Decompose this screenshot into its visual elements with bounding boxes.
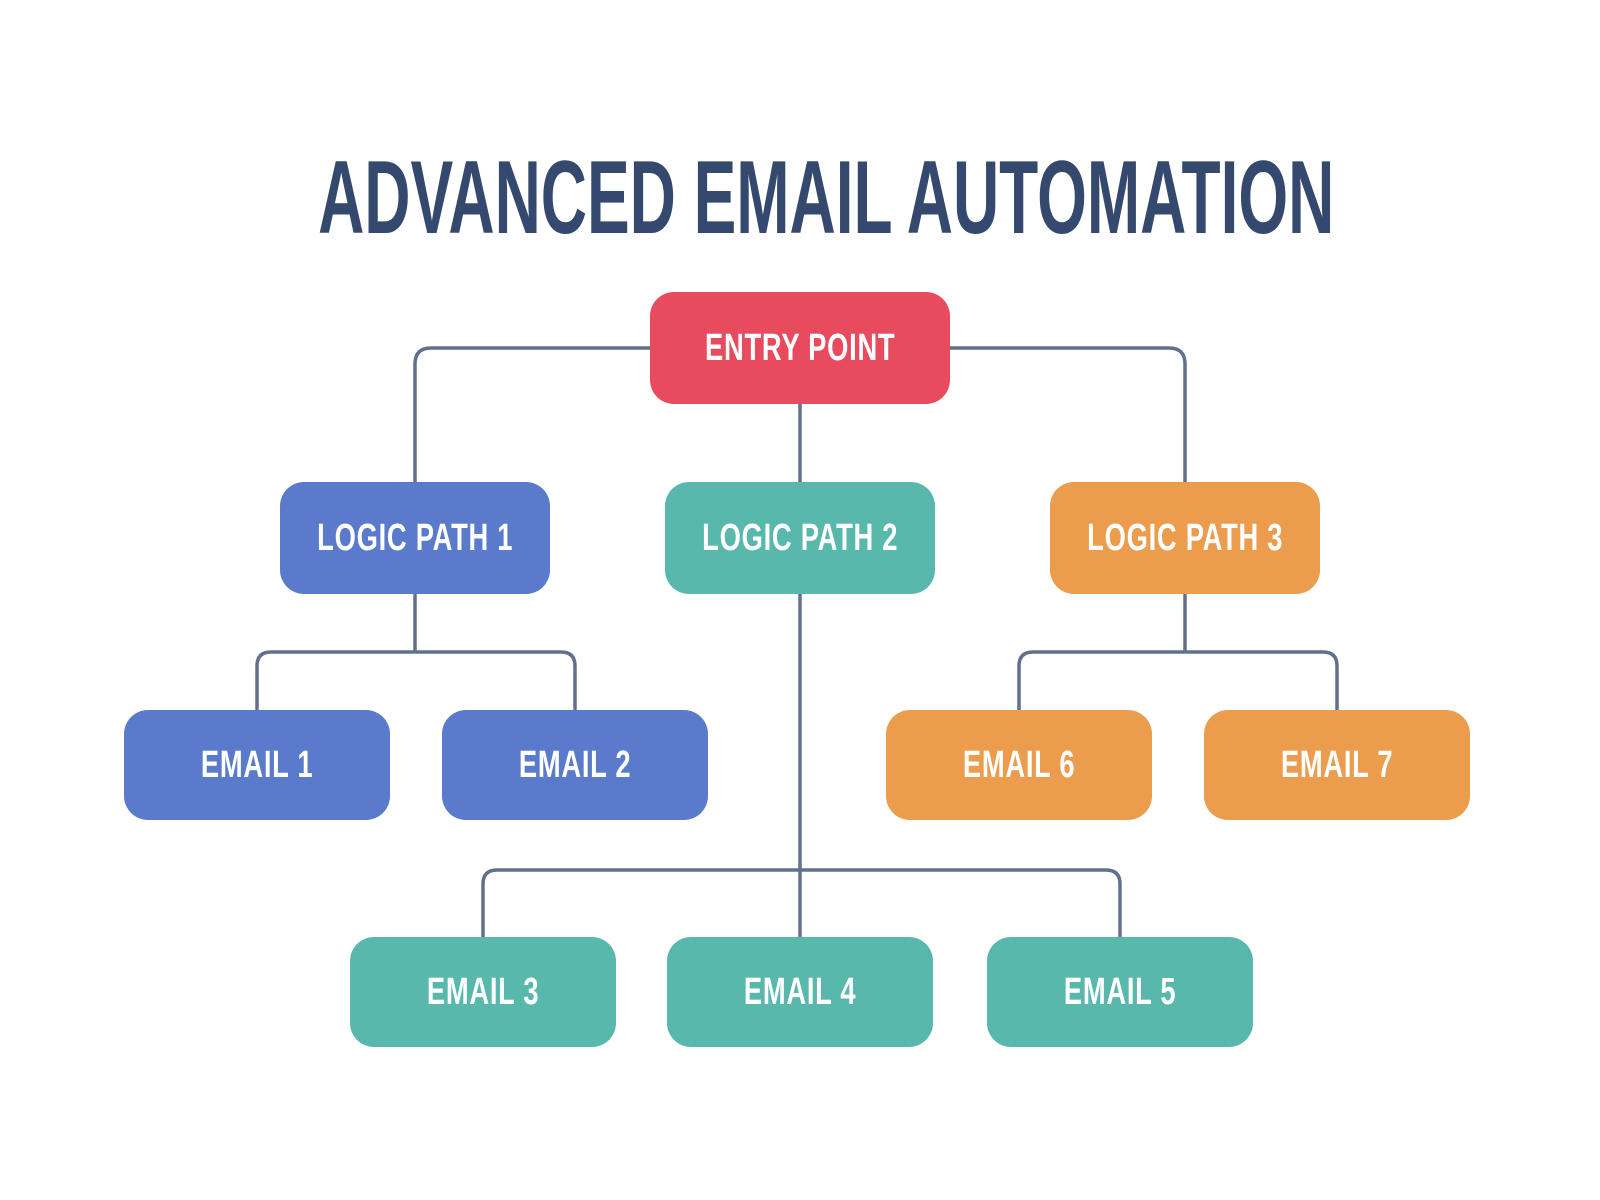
- logic-path-2-label: LOGIC PATH 2: [701, 516, 899, 559]
- email-4-node: EMAIL 4: [667, 937, 933, 1047]
- logic-path-3-label: LOGIC PATH 3: [1086, 516, 1284, 559]
- email-5-node: EMAIL 5: [987, 937, 1253, 1047]
- email-3-label: EMAIL 3: [426, 970, 540, 1013]
- email-6-label: EMAIL 6: [962, 743, 1076, 786]
- email-6-node: EMAIL 6: [886, 710, 1152, 820]
- entry-point-node: ENTRY POINT: [650, 292, 950, 404]
- email-2-label: EMAIL 2: [518, 743, 632, 786]
- email-7-node: EMAIL 7: [1204, 710, 1470, 820]
- connector-line: [255, 650, 577, 710]
- email-3-node: EMAIL 3: [350, 937, 616, 1047]
- diagram-title-text: ADVANCED EMAIL AUTOMATION: [318, 140, 1335, 256]
- logic-path-2-node: LOGIC PATH 2: [665, 482, 935, 594]
- entry-point-label: ENTRY POINT: [704, 326, 896, 369]
- connector-line: [1017, 650, 1339, 710]
- logic-path-1-label: LOGIC PATH 1: [316, 516, 514, 559]
- email-2-node: EMAIL 2: [442, 710, 708, 820]
- email-1-label: EMAIL 1: [200, 743, 314, 786]
- connector-line: [413, 346, 650, 482]
- connector-line: [950, 346, 1187, 482]
- email-7-label: EMAIL 7: [1280, 743, 1394, 786]
- email-1-node: EMAIL 1: [124, 710, 390, 820]
- email-5-label: EMAIL 5: [1063, 970, 1177, 1013]
- logic-path-3-node: LOGIC PATH 3: [1050, 482, 1320, 594]
- email-4-label: EMAIL 4: [743, 970, 857, 1013]
- diagram-title: ADVANCED EMAIL AUTOMATION: [0, 146, 1600, 250]
- logic-path-1-node: LOGIC PATH 1: [280, 482, 550, 594]
